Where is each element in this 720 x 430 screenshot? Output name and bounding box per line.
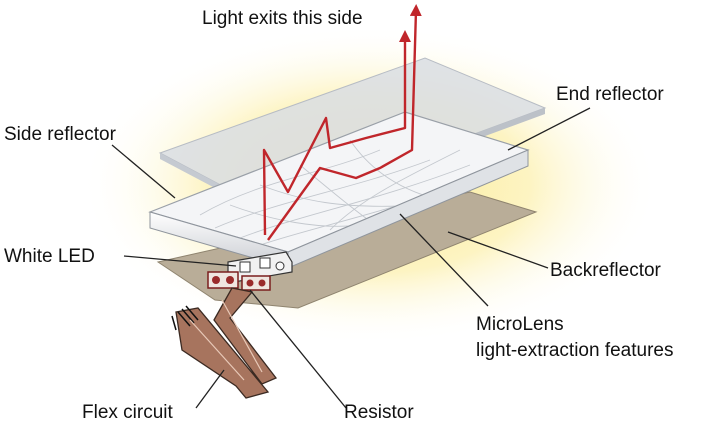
led-package [227,251,293,283]
label-microlens-line1: MicroLens [476,314,564,335]
label-side-reflector: Side reflector [4,124,117,145]
label-light-exits: Light exits this side [202,8,363,29]
leader-microlens [399,213,489,307]
label-microlens-line2: light-extraction features [476,340,674,361]
leader-end-reflector [507,107,591,151]
leader-side-reflector [111,144,176,199]
label-end-reflector: End reflector [556,84,664,105]
resistor-component [207,271,271,291]
label-flex-circuit: Flex circuit [82,402,174,423]
leader-flex-circuit [195,369,225,409]
label-backreflector: Backreflector [550,260,662,281]
leader-backreflector [447,231,549,269]
ray-1 [262,30,411,236]
label-resistor: Resistor [344,402,414,423]
light-rays [262,4,422,241]
label-white-led: White LED [4,246,95,267]
leader-resistor [249,289,347,409]
flex-connector [171,305,199,331]
flex-trace [189,299,263,381]
leader-white-led [123,255,237,267]
ray-2 [267,4,422,241]
